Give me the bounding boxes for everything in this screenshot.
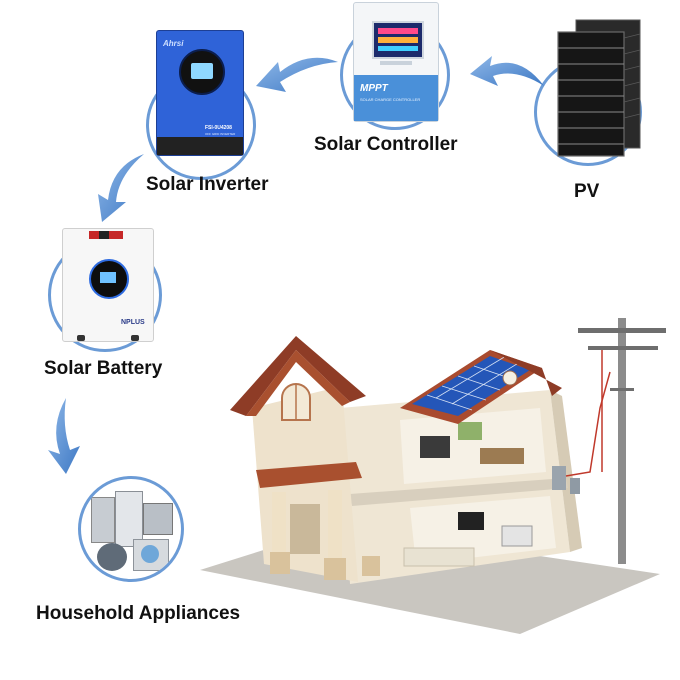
arrow-battery-to-appliances <box>48 398 80 474</box>
pv-label: PV <box>574 181 600 202</box>
controller-stripe <box>354 75 438 121</box>
battery-display <box>89 259 129 299</box>
battery-label: Solar Battery <box>44 358 163 379</box>
arrow-controller-to-inverter <box>256 57 338 92</box>
appliances-circle <box>78 476 184 582</box>
appliances-label: Household Appliances <box>36 603 241 624</box>
utility-pole <box>578 318 666 564</box>
inverter-device: Ahrsi FSI-0U4208 OFF GRID INVERTER <box>156 30 244 156</box>
inverter-dial <box>179 49 225 95</box>
controller-subtext: SOLAR CHARGE CONTROLLER <box>360 97 421 102</box>
inverter-brand-mark: Ahrsi <box>163 39 184 48</box>
controller-screen <box>372 21 424 59</box>
arrow-inverter-to-battery <box>98 154 144 222</box>
inverter-label: Solar Inverter <box>146 174 269 195</box>
controller-label: Solar Controller <box>314 134 458 155</box>
pv-panel-icon <box>557 19 641 157</box>
inverter-model: FSI-0U4208 <box>205 125 232 131</box>
controller-device: MPPT SOLAR CHARGE CONTROLLER <box>353 2 439 122</box>
battery-device: NPLUS <box>62 228 154 342</box>
battery-brand: NPLUS <box>121 319 145 326</box>
controller-brand: MPPT <box>360 83 388 94</box>
arrow-pv-to-controller <box>470 56 544 86</box>
inverter-subtext: OFF GRID INVERTER <box>205 132 236 136</box>
solar-house-illustration <box>200 318 666 634</box>
